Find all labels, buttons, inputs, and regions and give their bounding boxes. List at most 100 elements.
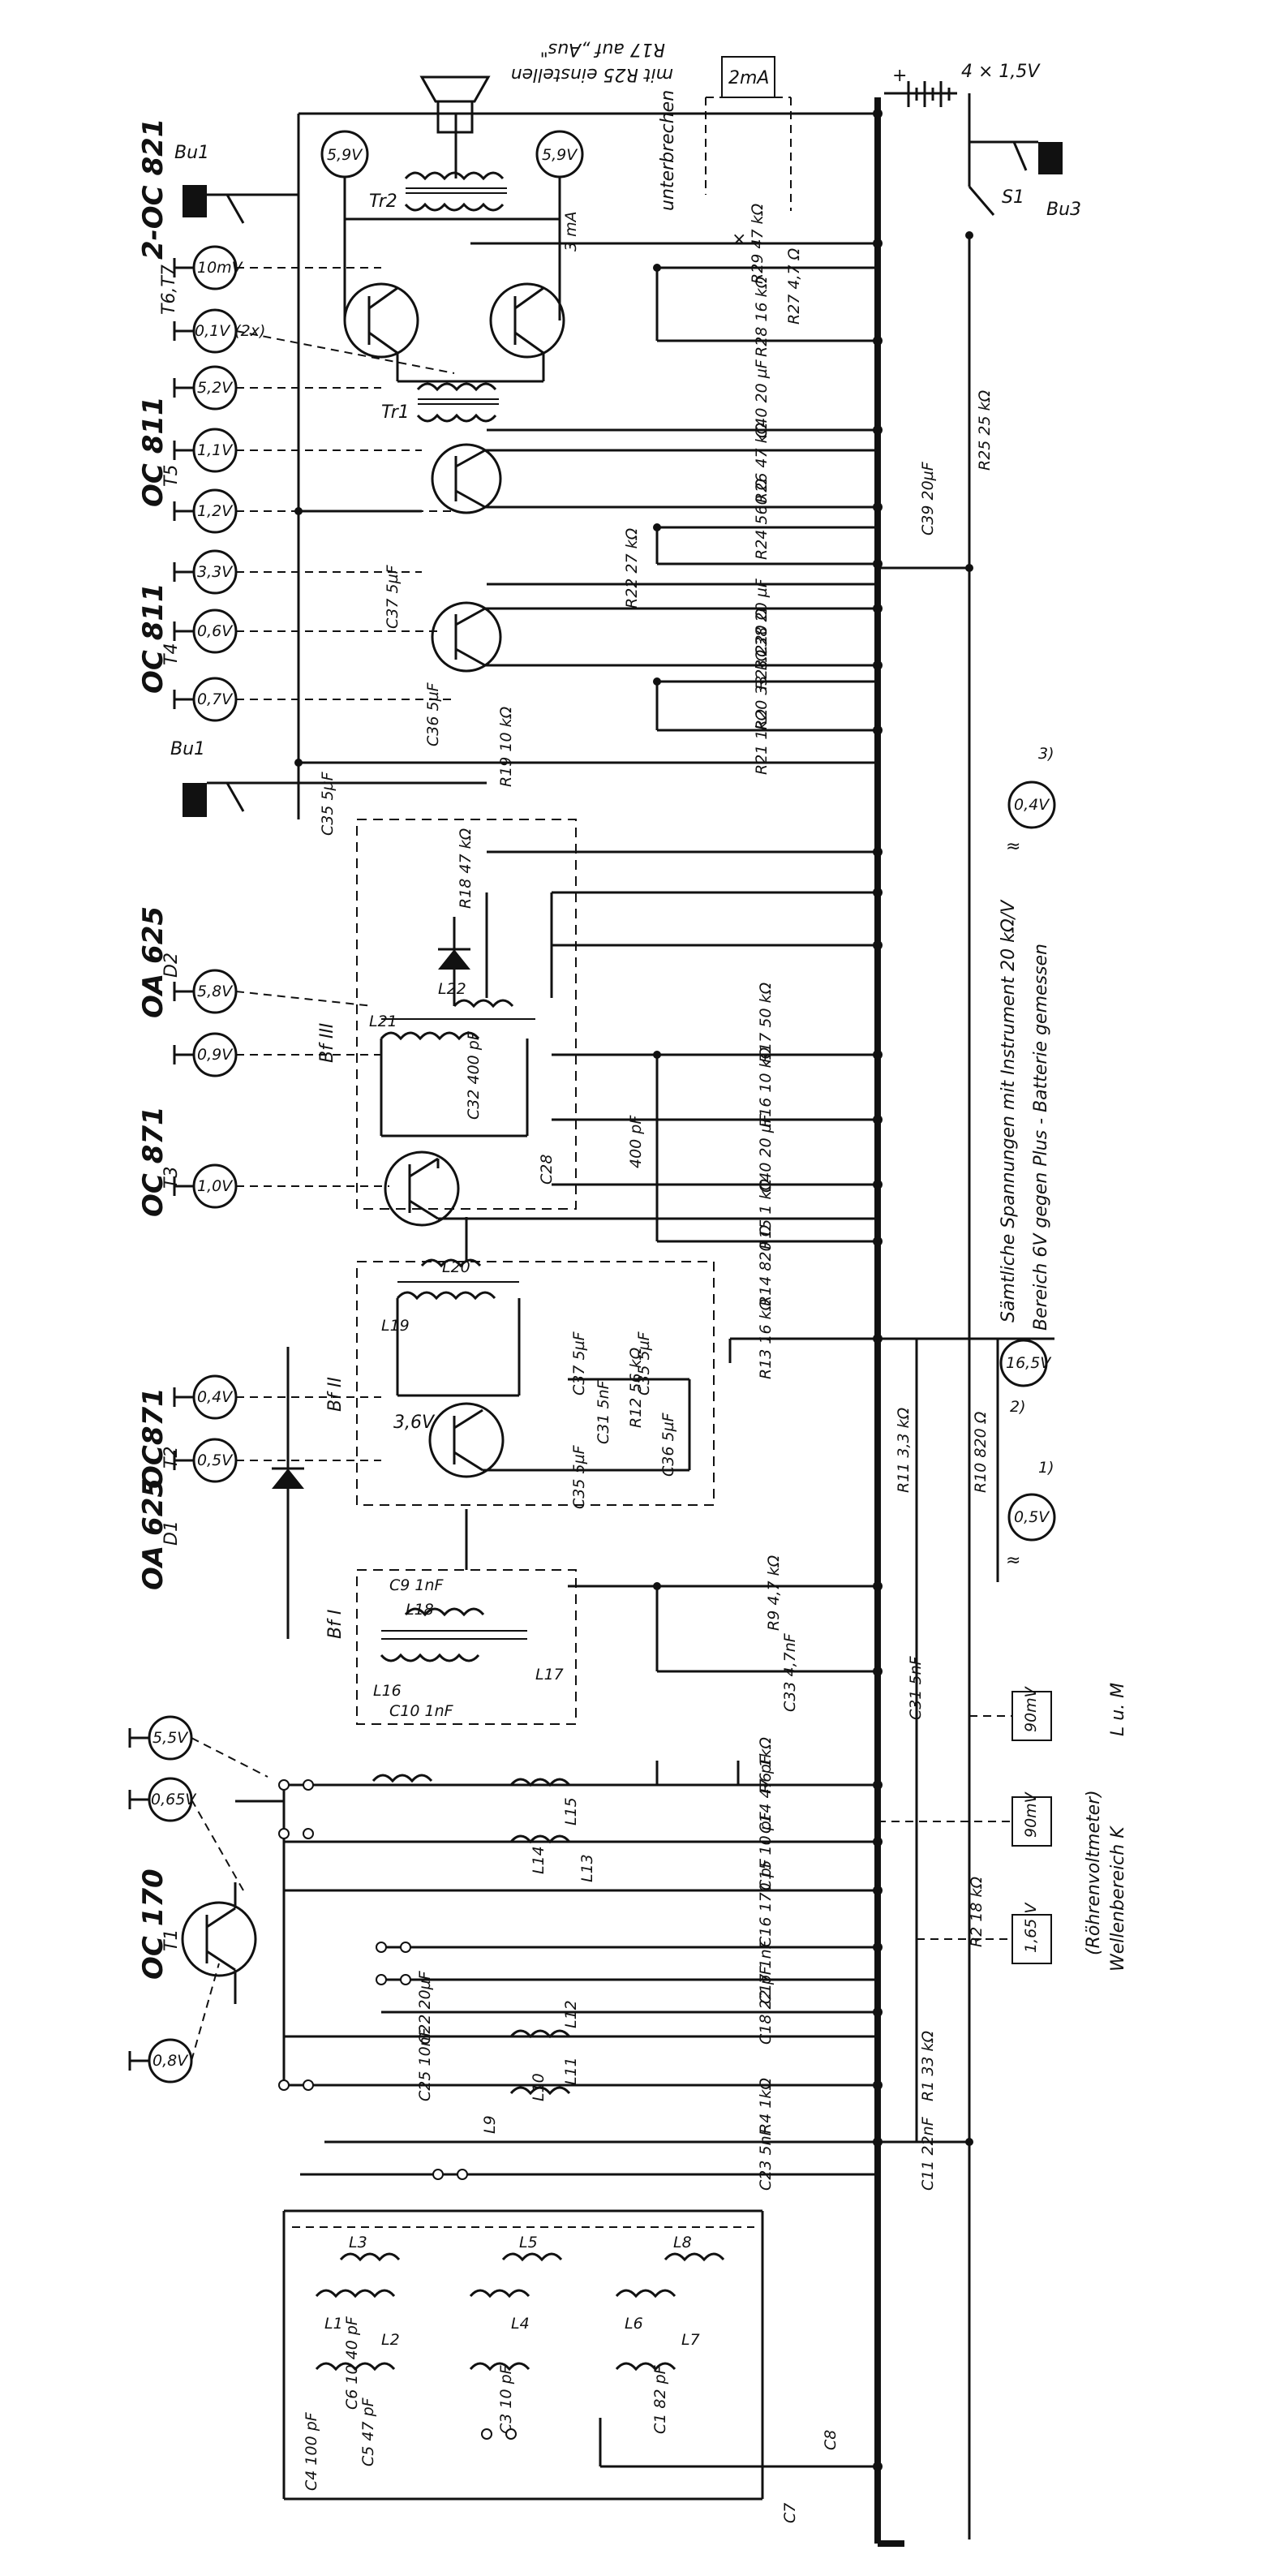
svg-text:3 mA: 3 mA: [562, 211, 580, 252]
note-band-lm: L u. M: [1108, 1683, 1128, 1736]
transformer-tr2: Tr2: [369, 171, 507, 212]
meter-2ma: 2mA: [705, 56, 792, 211]
svg-text:90mV: 90mV: [1022, 1791, 1040, 1838]
svg-text:C14 47 pF: C14 47 pF: [757, 1754, 775, 1834]
svg-text:L17: L17: [535, 1666, 564, 1684]
svg-text:L6: L6: [625, 2315, 643, 2333]
label-3-6v: 3,6V: [393, 1413, 436, 1433]
svg-text:C31 5nF: C31 5nF: [595, 1379, 612, 1444]
svg-text:C23 5nF: C23 5nF: [757, 2126, 775, 2191]
cross-mark: ×: [732, 230, 746, 250]
svg-text:L12: L12: [562, 2000, 580, 2028]
label-oc811-t4: OC 811: [137, 583, 170, 694]
label-d2: D2: [161, 953, 182, 978]
svg-text:1): 1): [1038, 1459, 1054, 1477]
svg-text:2): 2): [1010, 1398, 1026, 1416]
transistor-t3: [384, 1150, 460, 1227]
voltmeter-0-8v: 0,8V: [148, 2038, 193, 2084]
svg-text:L18: L18: [406, 1601, 434, 1619]
label-t5: T5: [161, 465, 182, 487]
svg-text:R25 25 kΩ: R25 25 kΩ: [976, 389, 994, 471]
r7-area: R9 4,7 kΩ C33 4,7nF C31 5nF: [568, 1555, 925, 1720]
jack-bu3[interactable]: Bu3: [969, 140, 1081, 220]
svg-text:L4: L4: [511, 2315, 530, 2333]
rf-labels: R6 1kΩ C14 47 pF C15 10 pF C16 170 pF C1…: [303, 1737, 986, 2523]
voltmeter-5-9v-a: 5,9V: [320, 130, 369, 178]
svg-text:C35 5µF: C35 5µF: [635, 1331, 653, 1396]
svg-text:C17 1nF: C17 1nF: [757, 1939, 775, 2004]
svg-text:2mA: 2mA: [728, 68, 769, 88]
jack-bu2[interactable]: Bu1: [174, 143, 298, 224]
svg-text:C40 20 µF: C40 20 µF: [757, 1113, 775, 1193]
svg-text:5,8V: 5,8V: [197, 983, 234, 1000]
label-tr2: Tr2: [369, 191, 397, 212]
voltmeter-5-5v: 5,5V: [148, 1715, 193, 1761]
voltmeter-5-2v: 5,2V: [192, 365, 238, 411]
svg-text:L2: L2: [381, 2331, 400, 2349]
svg-text:Bf III: Bf III: [317, 1023, 337, 1063]
battery: + 4 × 1,5V: [884, 62, 1041, 107]
label-oc871-t2: OC871: [137, 1387, 170, 1489]
voltmeter-0-5v-right: 0,5V 1) ≈: [1006, 1459, 1056, 1571]
svg-text:R23 220 Ω: R23 220 Ω: [753, 608, 771, 690]
filter-bf1-box: [356, 1569, 577, 1725]
svg-text:400 pF: 400 pF: [627, 1115, 645, 1168]
voltmeter-0-1v: 0,1V (2x): [192, 308, 265, 354]
svg-text:L7: L7: [681, 2331, 700, 2349]
filter-bf3-box: [356, 819, 577, 1210]
svg-text:R10 820 Ω: R10 820 Ω: [972, 1411, 990, 1493]
svg-text:0,5V: 0,5V: [197, 1451, 234, 1469]
svg-text:L8: L8: [673, 2234, 692, 2251]
svg-text:R6 1kΩ: R6 1kΩ: [757, 1737, 775, 1793]
svg-text:R19 10 kΩ: R19 10 kΩ: [497, 706, 515, 787]
svg-text:C9 1nF: C9 1nF: [389, 1576, 445, 1594]
filter-bf3: Bf III L21 L22 C32 400 pF C28 R18 47 kΩ: [317, 828, 878, 1220]
label-oc811-t5: OC 811: [137, 396, 170, 507]
svg-text:0,65V: 0,65V: [151, 1791, 197, 1808]
transistor-t1: [181, 1901, 257, 1977]
rf-coils: L15 L14 L13 L12 L11 L10 L9 L1 L2 L3 L4 L…: [315, 1774, 725, 2372]
svg-text:1,0V: 1,0V: [197, 1177, 234, 1195]
transistor-labels: 2-OC 821 T6,T7 OC 811 T5 OC 811 T4 OA 62…: [137, 118, 182, 1980]
band-switch-contacts[interactable]: [278, 1779, 517, 2440]
svg-text:R2 18 kΩ: R2 18 kΩ: [968, 1876, 986, 1947]
label-d1: D1: [161, 1520, 182, 1546]
svg-text:≈: ≈: [1006, 1550, 1020, 1571]
note-r25: mit R25 einstellen: [511, 64, 673, 84]
transistor-t2: 3,6V: [393, 1402, 505, 1478]
svg-text:R1 33 kΩ: R1 33 kΩ: [919, 2030, 937, 2101]
svg-text:C22 20µF: C22 20µF: [416, 1970, 434, 2045]
mid-labels: R17 50 kΩ R16 10 kΩ 400 pF C40 20 µF R15…: [552, 982, 1054, 1890]
svg-text:C6 10 40 pF: C6 10 40 pF: [343, 2316, 361, 2410]
svg-text:C25 10nF: C25 10nF: [416, 2027, 434, 2101]
svg-text:R17 50 kΩ: R17 50 kΩ: [757, 982, 775, 1063]
note-measurement2: Bereich 6V gegen Plus - Batterie gemesse…: [1031, 944, 1051, 1331]
voltmeter-5-8v: 5,8V: [192, 969, 238, 1014]
svg-text:R27 4,7 Ω: R27 4,7 Ω: [785, 247, 803, 325]
label-t2: T2: [161, 1447, 182, 1469]
note-rvm: (Röhrenvoltmeter): [1084, 1790, 1104, 1955]
transistor-t5: [431, 443, 502, 514]
svg-text:L14: L14: [530, 1846, 548, 1874]
svg-text:0,7V: 0,7V: [197, 690, 234, 708]
svg-text:R15 1 kΩ: R15 1 kΩ: [757, 1178, 775, 1249]
svg-text:C7: C7: [781, 2503, 799, 2523]
svg-text:C16 170 pF: C16 170 pF: [757, 1858, 775, 1947]
svg-text:+: +: [892, 66, 907, 86]
svg-text:0,8V: 0,8V: [152, 2052, 189, 2070]
rvm-meters: 1,65 V 90mV 90mV: [878, 1685, 1052, 1964]
svg-text:L19: L19: [381, 1317, 410, 1335]
voltmeter-5-9v-b: 5,9V: [535, 130, 584, 178]
transformer-tr1: Tr1: [381, 382, 499, 423]
voltmeter-0-5v: 0,5V: [192, 1438, 238, 1483]
svg-text:R9 4,7 kΩ: R9 4,7 kΩ: [765, 1555, 783, 1631]
svg-text:C8: C8: [822, 2430, 840, 2450]
svg-text:C37 5µF: C37 5µF: [570, 1331, 588, 1396]
voltmeter-leads: [191, 267, 455, 2062]
svg-text:0,4V: 0,4V: [1014, 796, 1050, 814]
svg-text:1,1V: 1,1V: [197, 441, 234, 459]
jack-bu1[interactable]: Bu1: [170, 739, 487, 817]
svg-text:L3: L3: [349, 2234, 367, 2251]
rf-wiring: [234, 1761, 971, 2501]
